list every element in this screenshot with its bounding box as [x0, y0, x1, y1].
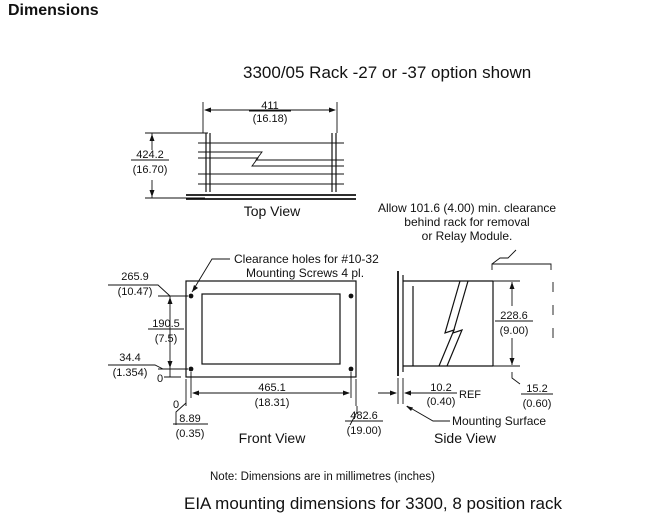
hole-span-in: (18.31): [255, 397, 290, 409]
front-view-label: Front View: [239, 430, 307, 446]
side-offset-mm: 15.2: [526, 383, 547, 395]
top-view-label: Top View: [244, 203, 301, 219]
page-title: Dimensions: [8, 2, 99, 19]
x-offset-mm: 8.89: [179, 413, 200, 425]
top-view: 411 (16.18) 424.2 (16.70): [131, 100, 356, 200]
clearance-allow-line1: Allow 101.6 (4.00) min. clearance: [378, 201, 556, 215]
mounting-hole-bottom-right: [348, 366, 354, 372]
x-offset-in: (0.35): [176, 428, 205, 440]
clearance-note-line2: Mounting Screws 4 pl.: [246, 266, 364, 280]
flange-ref: REF: [459, 389, 481, 401]
height-low-in: (1.354): [113, 367, 148, 379]
overall-width-mm: 482.6: [350, 410, 378, 422]
side-view-label: Side View: [434, 430, 497, 446]
side-view: Allow 101.6 (4.00) min. clearance behind…: [378, 201, 556, 428]
flange-mm: 10.2: [430, 382, 451, 394]
front-view: Clearance holes for #10-32 Mounting Scre…: [108, 252, 383, 440]
height-low-mm: 34.4: [119, 352, 140, 364]
top-depth-in: (16.70): [133, 164, 168, 176]
side-offset-in: (0.60): [523, 398, 552, 410]
mounting-surface-label: Mounting Surface: [452, 414, 546, 428]
figure-caption: EIA mounting dimensions for 3300, 8 posi…: [184, 494, 562, 513]
units-note: Note: Dimensions are in millimetres (inc…: [210, 471, 435, 483]
zero-y-label: 0: [157, 373, 163, 385]
mounting-hole-bottom-left: [188, 366, 194, 372]
mounting-hole-top-right: [348, 293, 354, 299]
zero-x-label: 0: [173, 399, 179, 411]
side-height-in: (9.00): [500, 325, 529, 337]
height-hole-in: (7.5): [155, 333, 178, 345]
hole-span-mm: 465.1: [258, 382, 286, 394]
mounting-hole-top-left: [188, 293, 194, 299]
height-total-in: (10.47): [118, 286, 153, 298]
top-depth-mm: 424.2: [136, 149, 164, 161]
overall-width-in: (19.00): [347, 425, 382, 437]
height-hole-mm: 190.5: [152, 318, 180, 330]
clearance-allow-line2: behind rack for removal: [404, 215, 529, 229]
clearance-note-line1: Clearance holes for #10-32: [234, 252, 379, 266]
top-width-mm: 411: [261, 100, 279, 112]
side-height-mm: 228.6: [500, 310, 528, 322]
top-width-in: (16.18): [253, 113, 288, 125]
height-total-mm: 265.9: [121, 271, 149, 283]
flange-in: (0.40): [427, 396, 456, 408]
clearance-allow-line3: or Relay Module.: [422, 229, 513, 243]
drawing-title: 3300/05 Rack -27 or -37 option shown: [243, 63, 531, 82]
